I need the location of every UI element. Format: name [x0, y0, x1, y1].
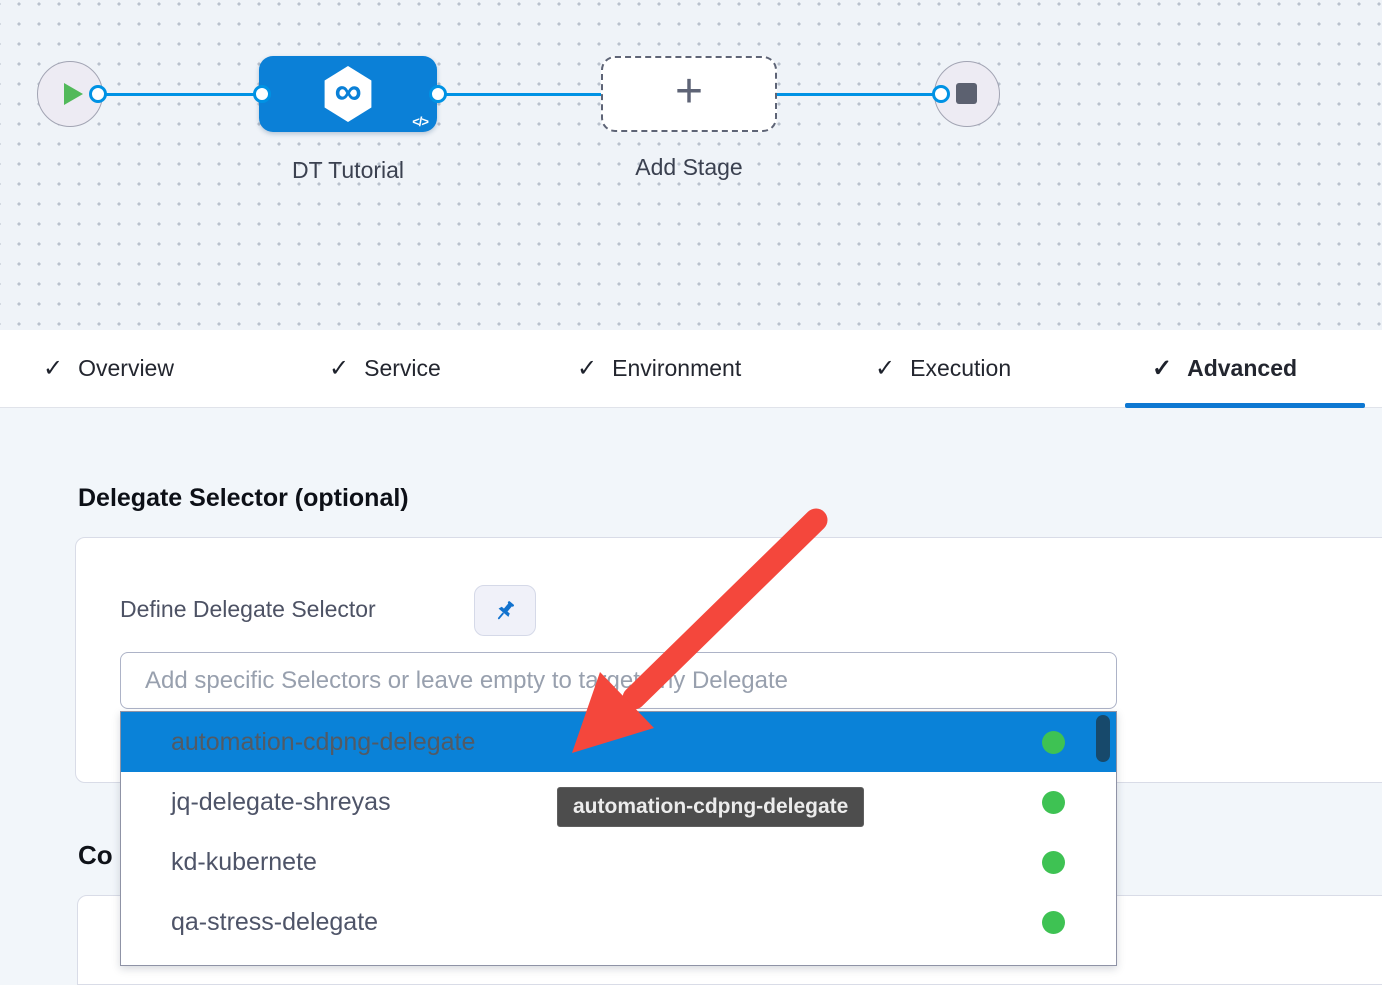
tab-label: Overview [78, 355, 174, 381]
status-dot-icon [1042, 911, 1065, 934]
option-label: jq-delegate-shreyas [171, 787, 391, 816]
status-dot-icon [1042, 851, 1065, 874]
delegate-selector-input[interactable] [120, 652, 1117, 709]
edge-addstage-to-stop [777, 93, 942, 96]
dropdown-option-jq-delegate-shreyas[interactable]: jq-delegate-shreyas [121, 772, 1116, 832]
status-dot-icon [1042, 731, 1065, 754]
option-label: kd-kubernete [171, 847, 317, 876]
edge-start-to-stage [98, 93, 262, 96]
pin-button[interactable] [474, 585, 536, 636]
tab-environment[interactable]: ✓ Environment [577, 330, 741, 407]
delegate-selector-heading: Delegate Selector (optional) [78, 484, 409, 512]
tab-advanced[interactable]: ✓ Advanced [1152, 330, 1297, 407]
plus-icon: + [674, 64, 704, 118]
define-delegate-selector-label: Define Delegate Selector [120, 596, 376, 622]
delegate-tooltip: automation-cdpng-delegate [557, 787, 865, 827]
tab-label: Advanced [1187, 355, 1298, 381]
tab-label: Execution [910, 355, 1012, 381]
tab-label: Service [364, 355, 441, 381]
play-icon [64, 83, 83, 105]
dropdown-option-kd-kubernete[interactable]: kd-kubernete [121, 832, 1116, 892]
stage-in-port[interactable] [253, 85, 271, 103]
stage-out-port[interactable] [429, 85, 447, 103]
check-icon: ✓ [875, 355, 896, 382]
dropdown-option-qa-stress-delegate[interactable]: qa-stress-delegate [121, 892, 1116, 952]
dropdown-option-automation-cdpng-delegate[interactable]: automation-cdpng-delegate [121, 712, 1116, 772]
pipeline-canvas[interactable]: ∞ </> DT Tutorial + Add Stage [0, 0, 1382, 330]
add-stage-button[interactable]: + [601, 56, 777, 132]
tab-overview[interactable]: ✓ Overview [43, 330, 174, 407]
check-icon: ✓ [577, 355, 598, 382]
delegate-dropdown: automation-cdpng-delegate jq-delegate-sh… [120, 711, 1117, 966]
tab-label: Environment [612, 355, 742, 381]
add-stage-label: Add Stage [635, 154, 743, 180]
infinity-glyph: ∞ [334, 71, 362, 113]
check-icon: ✓ [43, 355, 64, 382]
stage-tabs-bar: ✓ Overview ✓ Service ✓ Environment ✓ Exe… [0, 330, 1382, 408]
stage-label: DT Tutorial [291, 157, 405, 183]
tab-service[interactable]: ✓ Service [329, 330, 441, 407]
pushpin-icon [497, 600, 514, 619]
stage-node-dt-tutorial[interactable]: ∞ </> [259, 56, 437, 132]
harness-deploy-icon: ∞ [324, 66, 372, 122]
code-icon[interactable]: </> [412, 114, 429, 129]
check-icon: ✓ [329, 355, 350, 382]
next-section-heading-partial: Co [78, 840, 113, 870]
stop-icon [956, 83, 977, 104]
status-dot-icon [1042, 791, 1065, 814]
edge-stage-to-addstage [446, 93, 602, 96]
dropdown-scrollbar-thumb[interactable] [1096, 715, 1110, 762]
check-icon: ✓ [1152, 355, 1173, 382]
start-node-out-port[interactable] [89, 85, 107, 103]
active-tab-underline [1125, 403, 1365, 408]
option-label: qa-stress-delegate [171, 907, 379, 936]
tooltip-text: automation-cdpng-delegate [573, 795, 849, 818]
option-label: automation-cdpng-delegate [171, 727, 476, 756]
tab-execution[interactable]: ✓ Execution [875, 330, 1011, 407]
stop-node-in-port[interactable] [932, 85, 950, 103]
